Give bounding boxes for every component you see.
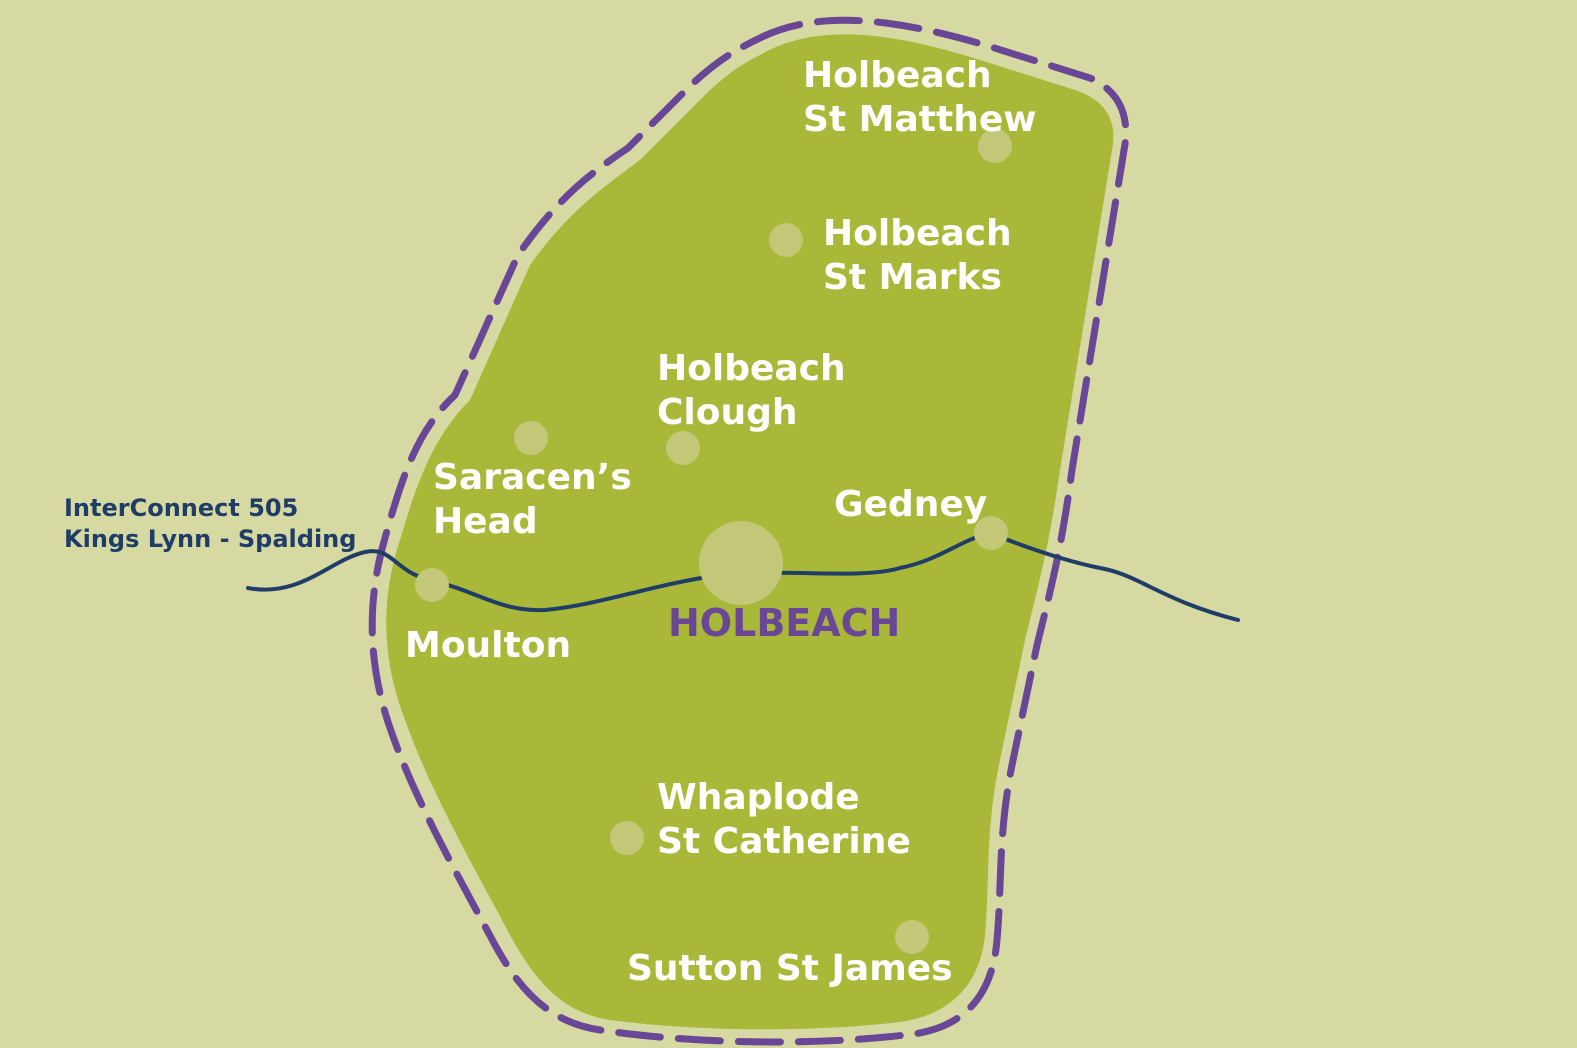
- place-label-whaplode-st-catherine-line1: Whaplode: [657, 777, 860, 818]
- place-label-saracens-head-line2: Head: [433, 501, 538, 542]
- stop-marker-whaplode-st-catherine: [610, 821, 644, 855]
- stop-marker-gedney: [974, 516, 1008, 550]
- route-description-label: Kings Lynn - Spalding: [64, 525, 356, 553]
- stop-marker-holbeach-st-marks: [769, 223, 803, 257]
- place-label-sutton-st-james: Sutton St James: [627, 948, 953, 989]
- stop-marker-holbeach-st-matthew: [978, 129, 1012, 163]
- stop-marker-moulton: [415, 568, 449, 602]
- place-label-holbeach-st-matthew-line1: Holbeach: [803, 55, 992, 96]
- place-label-holbeach-st-marks-line1: Holbeach: [823, 213, 1012, 254]
- stop-marker-saracens-head: [514, 421, 548, 455]
- place-label-holbeach-clough-line1: Holbeach: [657, 348, 846, 389]
- service-area-boundary: [368, 16, 1130, 1046]
- place-label-moulton: Moulton: [405, 625, 571, 666]
- place-label-gedney: Gedney: [834, 484, 987, 525]
- stop-marker-holbeach: [699, 521, 783, 605]
- place-label-holbeach-st-matthew-line2: St Matthew: [803, 99, 1037, 140]
- place-label-holbeach-st-marks-line2: St Marks: [823, 257, 1002, 298]
- place-label-saracens-head-line1: Saracen’s: [433, 457, 632, 498]
- place-label-holbeach-clough-line2: Clough: [657, 392, 798, 433]
- stop-marker-sutton-st-james: [895, 920, 929, 954]
- stop-marker-holbeach-clough: [666, 431, 700, 465]
- town-label-holbeach: HOLBEACH: [668, 601, 900, 645]
- route-name-label: InterConnect 505: [64, 494, 298, 522]
- place-label-whaplode-st-catherine-line2: St Catherine: [657, 821, 911, 862]
